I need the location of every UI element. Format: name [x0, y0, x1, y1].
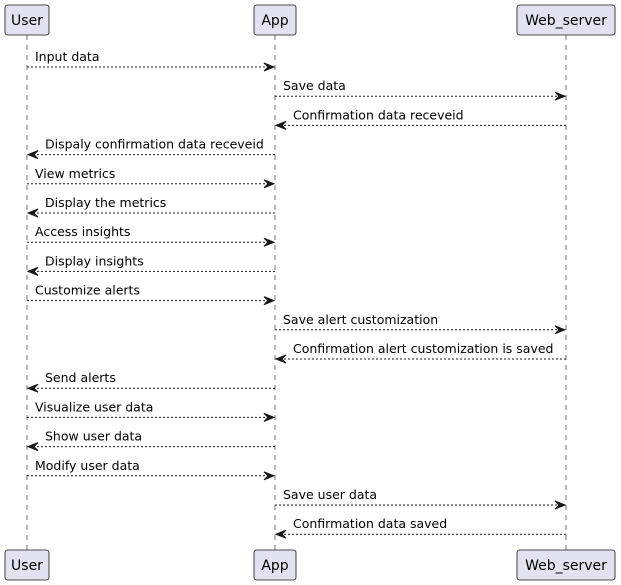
- participant-label: App: [261, 13, 288, 29]
- arrowhead-icon: [274, 120, 287, 130]
- participant-label: User: [11, 558, 43, 574]
- message-label: Save data: [283, 78, 346, 93]
- message-label: Access insights: [35, 224, 130, 239]
- message-14: Modify user data: [27, 458, 276, 481]
- arrowhead-icon: [263, 296, 276, 306]
- participant-label: Web_server: [525, 13, 607, 29]
- message-label: Confirmation data saved: [293, 516, 447, 531]
- message-label: Customize alerts: [35, 283, 140, 298]
- message-15: Save user data: [275, 487, 567, 510]
- arrowhead-icon: [554, 500, 567, 510]
- participants-bottom: User App Web_server: [4, 549, 616, 581]
- participant-user-top: User: [4, 4, 50, 36]
- message-label: Display insights: [45, 253, 144, 268]
- participant-label: User: [11, 13, 43, 29]
- arrowhead-icon: [26, 442, 39, 452]
- participant-label: Web_server: [525, 558, 607, 574]
- arrowhead-icon: [26, 266, 39, 276]
- message-12: Visualize user data: [27, 399, 276, 422]
- message-6: Access insights: [27, 224, 276, 247]
- message-9: Save alert customization: [275, 312, 567, 335]
- message-label: Modify user data: [35, 458, 140, 473]
- participant-user-bottom: User: [4, 549, 50, 581]
- participant-box: [516, 4, 616, 36]
- message-label: Save user data: [283, 487, 377, 502]
- participant-label: App: [261, 558, 288, 574]
- participant-web_server-bottom: Web_server: [516, 549, 616, 581]
- participant-box: [516, 549, 616, 581]
- message-16: Confirmation data saved: [274, 516, 566, 539]
- participants-top: User App Web_server: [4, 4, 616, 36]
- message-10: Confirmation alert customization is save…: [274, 341, 566, 364]
- participant-box: [4, 549, 50, 581]
- message-label: Show user data: [45, 429, 142, 444]
- message-4: View metrics: [27, 166, 276, 189]
- message-11: Send alerts: [26, 370, 275, 393]
- message-1: Save data: [275, 78, 567, 101]
- arrowhead-icon: [26, 208, 39, 218]
- message-label: Display the metrics: [45, 195, 166, 210]
- arrowhead-icon: [263, 471, 276, 481]
- arrowhead-icon: [26, 150, 39, 160]
- message-5: Display the metrics: [26, 195, 275, 218]
- message-label: View metrics: [35, 166, 115, 181]
- participant-app-bottom: App: [253, 549, 297, 581]
- arrowhead-icon: [554, 325, 567, 335]
- message-7: Display insights: [26, 253, 275, 276]
- arrowhead-icon: [263, 412, 276, 422]
- message-label: Confirmation data receveid: [293, 107, 464, 122]
- message-13: Show user data: [26, 429, 275, 452]
- participant-app-top: App: [253, 4, 297, 36]
- arrowhead-icon: [263, 179, 276, 189]
- arrowhead-icon: [274, 529, 287, 539]
- message-label: Send alerts: [45, 370, 116, 385]
- message-label: Dispaly confirmation data receveid: [45, 137, 264, 152]
- message-label: Input data: [35, 49, 100, 64]
- message-3: Dispaly confirmation data receveid: [26, 137, 275, 160]
- participant-box: [4, 4, 50, 36]
- participant-box: [253, 4, 297, 36]
- message-8: Customize alerts: [27, 283, 276, 306]
- message-label: Confirmation alert customization is save…: [293, 341, 553, 356]
- participant-web_server-top: Web_server: [516, 4, 616, 36]
- participant-box: [253, 549, 297, 581]
- message-label: Visualize user data: [35, 399, 153, 414]
- message-2: Confirmation data receveid: [274, 107, 566, 130]
- arrowhead-icon: [554, 91, 567, 101]
- arrowhead-icon: [263, 237, 276, 247]
- arrowhead-icon: [263, 62, 276, 72]
- message-label: Save alert customization: [283, 312, 438, 327]
- arrowhead-icon: [274, 354, 287, 364]
- message-0: Input data: [27, 49, 276, 72]
- arrowhead-icon: [26, 383, 39, 393]
